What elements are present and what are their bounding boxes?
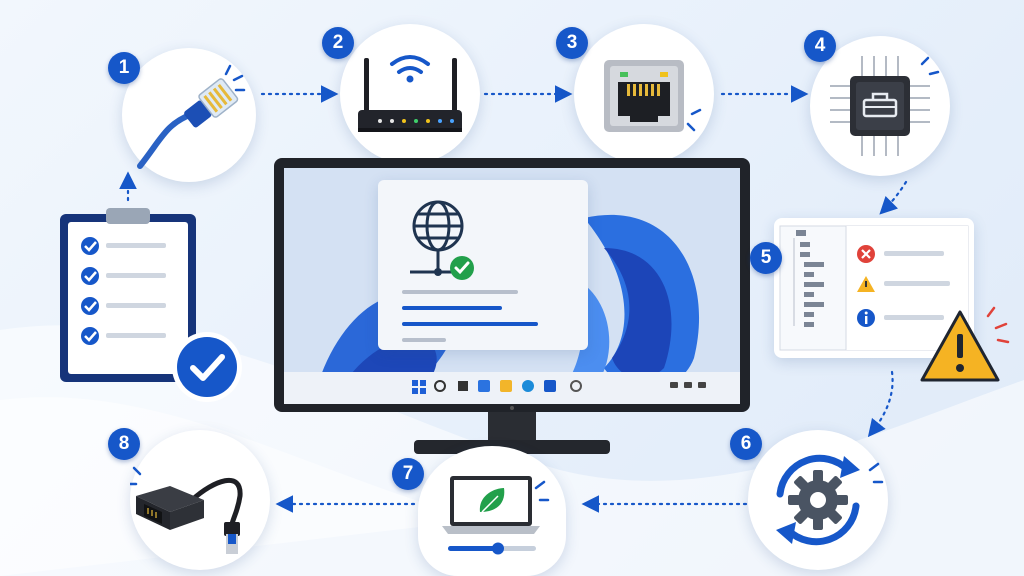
warning-triangle-icon <box>918 306 1018 386</box>
wifi-router-icon <box>358 55 462 132</box>
step-8-badge: 8 <box>108 428 140 460</box>
step-3-badge: 3 <box>556 27 588 59</box>
step-1-circle <box>122 48 256 182</box>
event-log-window-icon <box>779 225 969 351</box>
step-4-circle <box>810 36 950 176</box>
clipboard-checklist-icon <box>60 208 196 382</box>
globe-network-check-icon <box>402 200 538 342</box>
step-7-circle <box>418 446 566 576</box>
step-6-circle <box>748 430 888 570</box>
ethernet-port-icon <box>604 60 702 132</box>
usb-ethernet-adapter-icon <box>130 466 243 554</box>
step-3-circle <box>574 24 714 164</box>
step-4-badge: 4 <box>804 30 836 62</box>
step-1-badge: 1 <box>108 52 140 84</box>
step-2-circle <box>340 24 480 164</box>
step-6-badge: 6 <box>730 428 762 460</box>
gear-refresh-icon <box>776 454 884 546</box>
step-8-circle <box>130 430 270 570</box>
ethernet-cable-icon <box>137 64 246 169</box>
step-5-window <box>774 218 974 358</box>
eco-laptop-icon <box>442 476 550 555</box>
taskbar-icons <box>412 380 706 394</box>
network-chip-icon <box>830 56 940 156</box>
checklist-clipboard <box>58 208 198 384</box>
big-check-icon <box>170 330 244 404</box>
step-2-badge: 2 <box>322 27 354 59</box>
step-7-badge: 7 <box>392 458 424 490</box>
network-status-dialog <box>378 180 588 350</box>
step-5-badge: 5 <box>750 242 782 274</box>
